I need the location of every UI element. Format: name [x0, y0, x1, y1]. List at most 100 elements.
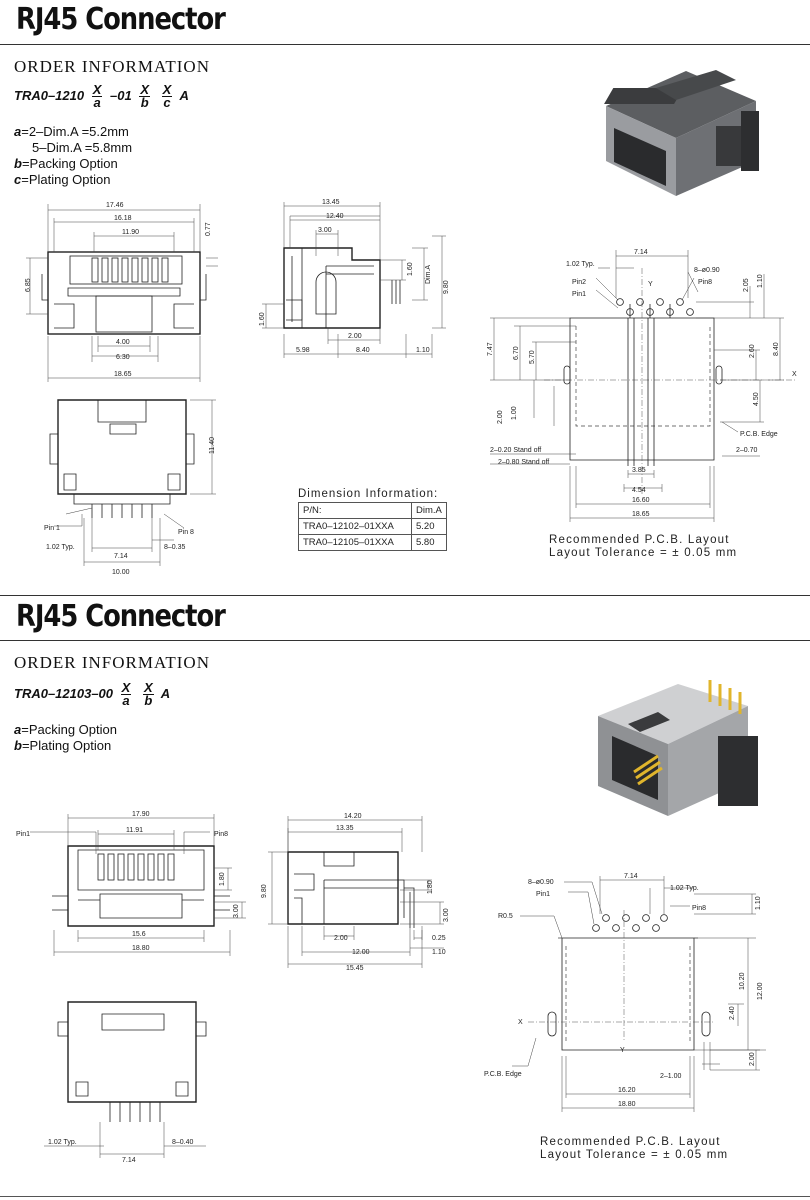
side2-dim-3-00: 3.00 [443, 908, 450, 922]
front2-label-pin8: Pin8 [214, 831, 228, 838]
bottom-dim-1-02: 1.02 Typ. [46, 544, 75, 551]
section1-title: RJ45 Connector [16, 2, 226, 37]
pcb2-dim-18-80: 18.80 [618, 1101, 636, 1108]
front-dim-4-00: 4.00 [116, 339, 130, 346]
bottom-dim-11-40: 11.40 [209, 437, 216, 454]
pcb1-dim-6-70: 6.70 [513, 346, 520, 360]
pcb1-dim-16-60: 16.60 [632, 497, 650, 504]
pcb1-dim-2-0-70: 2–0.70 [736, 447, 758, 454]
bottom-dim-8-0-35: 8–0.35 [164, 544, 186, 551]
front-dim-6-30: 6.30 [116, 354, 130, 361]
pcb2-label-pin1: Pin1 [536, 891, 550, 898]
pcb2-dim-8-dia-0-90: 8–ø0.90 [528, 879, 554, 886]
pcb2-dim-2-40: 2.40 [729, 1006, 736, 1020]
section2-title: RJ45 Connector [16, 599, 226, 634]
bottom-label-pin1: Pin 1 [44, 525, 60, 532]
pcb1-dim-8-40: 8.40 [773, 342, 780, 356]
front2-dim-17-90: 17.90 [132, 811, 150, 818]
side-dim-13-45: 13.45 [322, 199, 340, 206]
pcb2-dim-1-02: 1.02 Typ. [670, 885, 699, 892]
section1-connector-3d-render [604, 70, 759, 196]
pcb2-label-pin8: Pin8 [692, 905, 706, 912]
pcb1-dim-4-50: 4.50 [753, 392, 760, 406]
pcb1-dim-8-dia-0-90: 8–ø0.90 [694, 267, 720, 274]
pcb2-axis-y: Y [620, 1047, 625, 1054]
section2-spec-list: a=Packing Option b=Plating Option [14, 722, 117, 753]
section2-pcb-layout-drawing: 8–ø0.90 7.14 1.02 Typ. Pin1 Pin8 R0.5 1.… [484, 873, 766, 1112]
pcb2-label-r0-5: R0.5 [498, 913, 513, 920]
page-bottom-rule [0, 1196, 810, 1197]
side-dim-9-80: 9.80 [443, 280, 450, 294]
section1-front-view-drawing: 17.46 16.18 11.90 0.77 6.85 4.00 6.30 18… [25, 202, 218, 382]
pcb1-dim-4-54: 4.54 [632, 487, 646, 494]
pcb1-axis-y: Y [648, 281, 653, 288]
front2-dim-18-80: 18.80 [132, 945, 150, 952]
section2-rule [0, 640, 810, 641]
part-prefix: TRA0–12103–00 [14, 685, 114, 701]
dimension-caption: Dimension Information: [298, 488, 439, 500]
front-dim-17-46: 17.46 [106, 202, 124, 209]
side-dim-1-10: 1.10 [416, 347, 430, 354]
part-mid: –01 [110, 87, 132, 103]
pcb1-dim-7-47: 7.47 [487, 342, 494, 356]
pcb1-dim-5-70: 5.70 [529, 350, 536, 364]
side2-dim-9-80: 9.80 [261, 884, 268, 898]
side2-dim-14-20: 14.20 [344, 813, 362, 820]
bottom-label-pin8: Pin 8 [178, 529, 194, 536]
side-dim-8-40: 8.40 [356, 347, 370, 354]
bottom-dim-10-00: 10.00 [112, 569, 130, 576]
part-suffix: A [179, 87, 189, 103]
front2-dim-11-91: 11.91 [126, 827, 143, 834]
pcb1-dim-standoff-0-20: 2–0.20 Stand off [490, 447, 541, 454]
bottom2-dim-1-02: 1.02 Typ. [48, 1139, 77, 1146]
front2-label-pin1: Pin1 [16, 831, 30, 838]
bottom-dim-7-14: 7.14 [114, 553, 128, 560]
side2-dim-2-00: 2.00 [334, 935, 348, 942]
section2-connector-3d-render [598, 680, 758, 816]
pcb2-dim-12-00: 12.00 [757, 982, 764, 1000]
pcb1-dim-2-05: 2.05 [743, 278, 750, 292]
section1-recommend-note: Recommended P.C.B. Layout Layout Toleran… [549, 534, 738, 559]
pcb2-dim-2-1-00: 2–1.00 [660, 1073, 682, 1080]
pcb1-dim-1-10: 1.10 [757, 274, 764, 288]
pcb1-dim-7-14: 7.14 [634, 249, 648, 256]
pcb1-label-pcb-edge: P.C.B. Edge [740, 431, 778, 438]
side2-dim-1-80: 1.80 [427, 880, 434, 894]
front-dim-11-90: 11.90 [122, 229, 139, 236]
section2-bottom-view-drawing: 1.02 Typ. 8–0.40 7.14 [44, 1001, 207, 1164]
section1-order-heading: ORDER INFORMATION [14, 57, 210, 76]
side2-dim-15-45: 15.45 [346, 965, 364, 972]
pcb1-label-pin8: Pin8 [698, 279, 712, 286]
pcb2-dim-2-00: 2.00 [749, 1052, 756, 1066]
front-dim-6-85: 6.85 [25, 278, 32, 292]
part-prefix: TRA0–1210 [14, 87, 85, 103]
front2-dim-15-6: 15.6 [132, 931, 146, 938]
pcb1-label-pin1: Pin1 [572, 291, 586, 298]
bottom2-dim-7-14: 7.14 [122, 1157, 136, 1164]
side2-dim-13-35: 13.35 [336, 825, 354, 832]
section2-front-view-drawing: 17.90 11.91 Pin1 Pin8 1.80 3.00 15.6 18.… [16, 811, 246, 956]
section1-bottom-view-drawing: 11.40 Pin 1 Pin 8 1.02 Typ. 8–0.35 7.14 … [44, 399, 216, 576]
table-row: P/N:Dim.A [298, 502, 447, 519]
pcb1-dim-2-60: 2.60 [749, 344, 756, 358]
pcb1-dim-18-65: 18.65 [632, 511, 650, 518]
side-dim-1-60b: 1.60 [259, 312, 266, 326]
side-dim-dim-a: Dim.A [425, 265, 432, 284]
front2-dim-3-00: 3.00 [233, 904, 240, 918]
pcb1-dim-2-00: 2.00 [497, 410, 504, 424]
pcb2-label-pcb-edge: P.C.B. Edge [484, 1071, 522, 1078]
section1-spec-list: a=2–Dim.A =5.2mm 5–Dim.A =5.8mm b=Packin… [14, 124, 133, 187]
front2-dim-1-80: 1.80 [219, 872, 226, 886]
section1-rule [0, 44, 810, 45]
bottom2-dim-8-0-40: 8–0.40 [172, 1139, 194, 1146]
